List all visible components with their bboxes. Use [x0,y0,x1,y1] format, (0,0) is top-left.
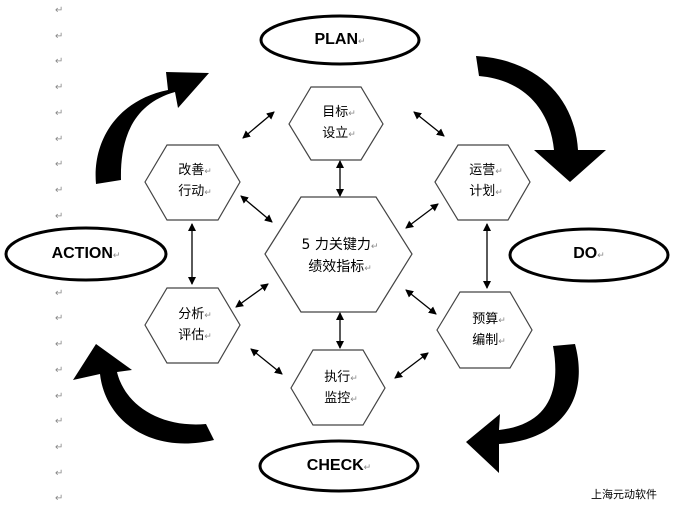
company-footer: 上海元动软件 [591,488,657,501]
paragraph-mark: ↵ [498,316,506,326]
do-ellipse [508,227,670,283]
paragraph-mark: ↵ [55,30,64,42]
paragraph-mark: ↵ [350,395,358,405]
paragraph-mark: ↵ [55,159,64,171]
paragraph-mark: ↵ [55,441,64,453]
cycle-arrow-plan-to-do [476,56,606,182]
paragraph-mark: ↵ [204,332,212,342]
do-label-text: DO [573,245,598,262]
execution-monitoring-line1: 执行 [324,370,351,385]
goal-setting-label: 目标↵ 设立↵ [306,103,372,145]
paragraph-mark: ↵ [55,364,64,376]
paragraph-mark: ↵ [55,107,64,119]
paragraph-mark: ↵ [55,467,64,479]
improvement-action-line2: 行动 [178,184,205,199]
paragraph-mark: ↵ [348,130,356,140]
goal-setting-line2: 设立 [322,126,349,141]
hexagon-operations-plan [434,144,531,221]
paragraph-mark: ↵ [498,337,506,347]
goal-setting-line1: 目标 [322,105,349,120]
check-label: CHECK↵ [294,457,384,475]
paragraph-mark: ↵ [55,82,64,94]
paragraph-mark: ↵ [204,188,212,198]
paragraph-mark: ↵ [55,416,64,428]
hexagon-improvement-action [144,144,241,221]
connector-analysis-execution [250,348,283,375]
check-label-text: CHECK [306,457,364,474]
check-ellipse [258,439,420,493]
center-kpi-line2: 绩效指标 [308,259,365,275]
budgeting-label: 预算↵ 编制↵ [456,310,522,352]
analysis-evaluation-line1: 分析 [178,307,205,322]
analysis-evaluation-line2: 评估 [178,328,205,343]
operations-plan-line2: 计划 [469,184,496,199]
cycle-arrow-action-to-plan [95,72,209,184]
paragraph-mark: ↵ [350,374,358,384]
budgeting-line1: 预算 [472,312,499,327]
connector-budgeting-center [405,289,437,315]
paragraph-mark: ↵ [55,339,64,351]
hexagon-budgeting [436,291,533,369]
hexagon-goal-setting [288,86,384,161]
cycle-arrow-do-to-check [466,344,579,473]
paragraph-mark: ↵ [204,167,212,177]
paragraph-mark: ↵ [358,36,366,46]
budgeting-line2: 编制 [472,333,499,348]
paragraph-mark: ↵ [55,313,64,325]
paragraph-mark: ↵ [495,167,503,177]
hexagon-analysis-evaluation [144,287,241,364]
paragraph-mark: ↵ [112,250,121,260]
connector-operations-center [405,203,439,229]
connector-improvement-goal [242,111,275,139]
action-ellipse [4,226,168,282]
hexagon-execution-monitoring [290,349,386,426]
plan-label: PLAN↵ [300,31,380,49]
connector-execution-budgeting [394,352,429,379]
paragraph-mark: ↵ [55,493,64,505]
action-label: ACTION↵ [40,245,132,263]
paragraph-mark: ↵ [55,56,64,68]
connector-goal-operations [413,111,445,137]
paragraph-mark: ↵ [370,242,379,252]
operations-plan-label: 运营↵ 计划↵ [453,161,519,203]
paragraph-mark: ↵ [55,5,64,16]
connector-analysis-center [235,283,269,308]
improvement-action-label: 改善↵ 行动↵ [162,161,228,203]
paragraph-mark: ↵ [495,188,503,198]
paragraph-mark: ↵ [55,390,64,402]
action-label-text: ACTION [51,245,113,262]
paragraph-mark: ↵ [55,210,64,222]
paragraph-mark: ↵ [55,133,64,145]
center-kpi-label: 5 力关键力↵ 绩效指标↵ [288,235,392,279]
operations-plan-line1: 运营 [469,163,496,178]
paragraph-mark: ↵ [363,462,372,472]
plan-label-text: PLAN [314,31,358,48]
improvement-action-line1: 改善 [178,163,205,178]
paragraph-mark: ↵ [348,109,356,119]
hexagon-center-kpi [264,196,413,313]
plan-ellipse [259,14,421,66]
paragraph-mark: ↵ [55,287,64,299]
center-kpi-line1: 5 力关键力 [301,237,371,253]
execution-monitoring-label: 执行↵ 监控↵ [308,368,374,410]
connector-improvement-center [240,195,273,223]
paragraph-mark: ↵ [364,264,372,274]
analysis-evaluation-label: 分析↵ 评估↵ [162,305,228,347]
cycle-arrow-check-to-action [73,344,214,444]
paragraph-mark: ↵ [55,184,64,196]
paragraph-mark: ↵ [204,311,212,321]
do-label: DO↵ [549,245,629,263]
paragraph-mark: ↵ [597,250,605,260]
execution-monitoring-line2: 监控 [324,391,351,406]
